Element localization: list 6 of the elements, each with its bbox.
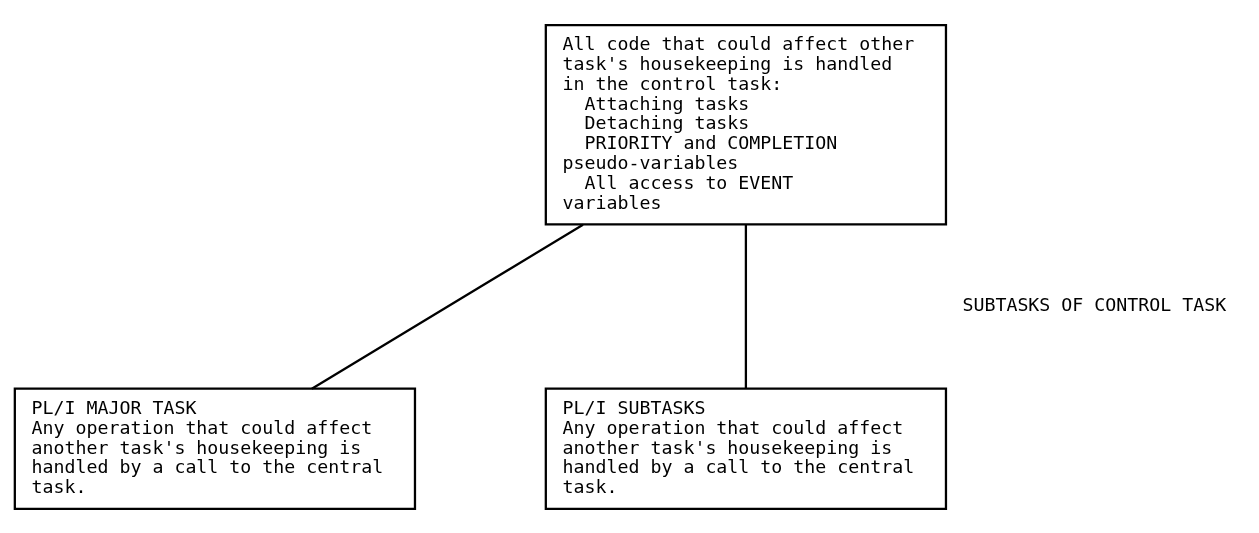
connector xyxy=(311,223,584,390)
label: SUBTASKS OF CONTROL TASK xyxy=(962,293,1227,315)
node-box: All code that could affect other task's housekeeping is handled in the control task: Attaching tasks Detaching tasks PRIORITY and COMPLETION pseudo-variables All access to EVENT variables xyxy=(544,23,948,226)
node-box: PL/I SUBTASKS Any operation that could affect another task's housekeeping is handled by a call to the central task. xyxy=(544,387,948,510)
node-box: PL/I MAJOR TASK Any operation that could affect another task's housekeeping is handled by a call to the central task. xyxy=(13,387,417,510)
connector xyxy=(744,224,748,389)
